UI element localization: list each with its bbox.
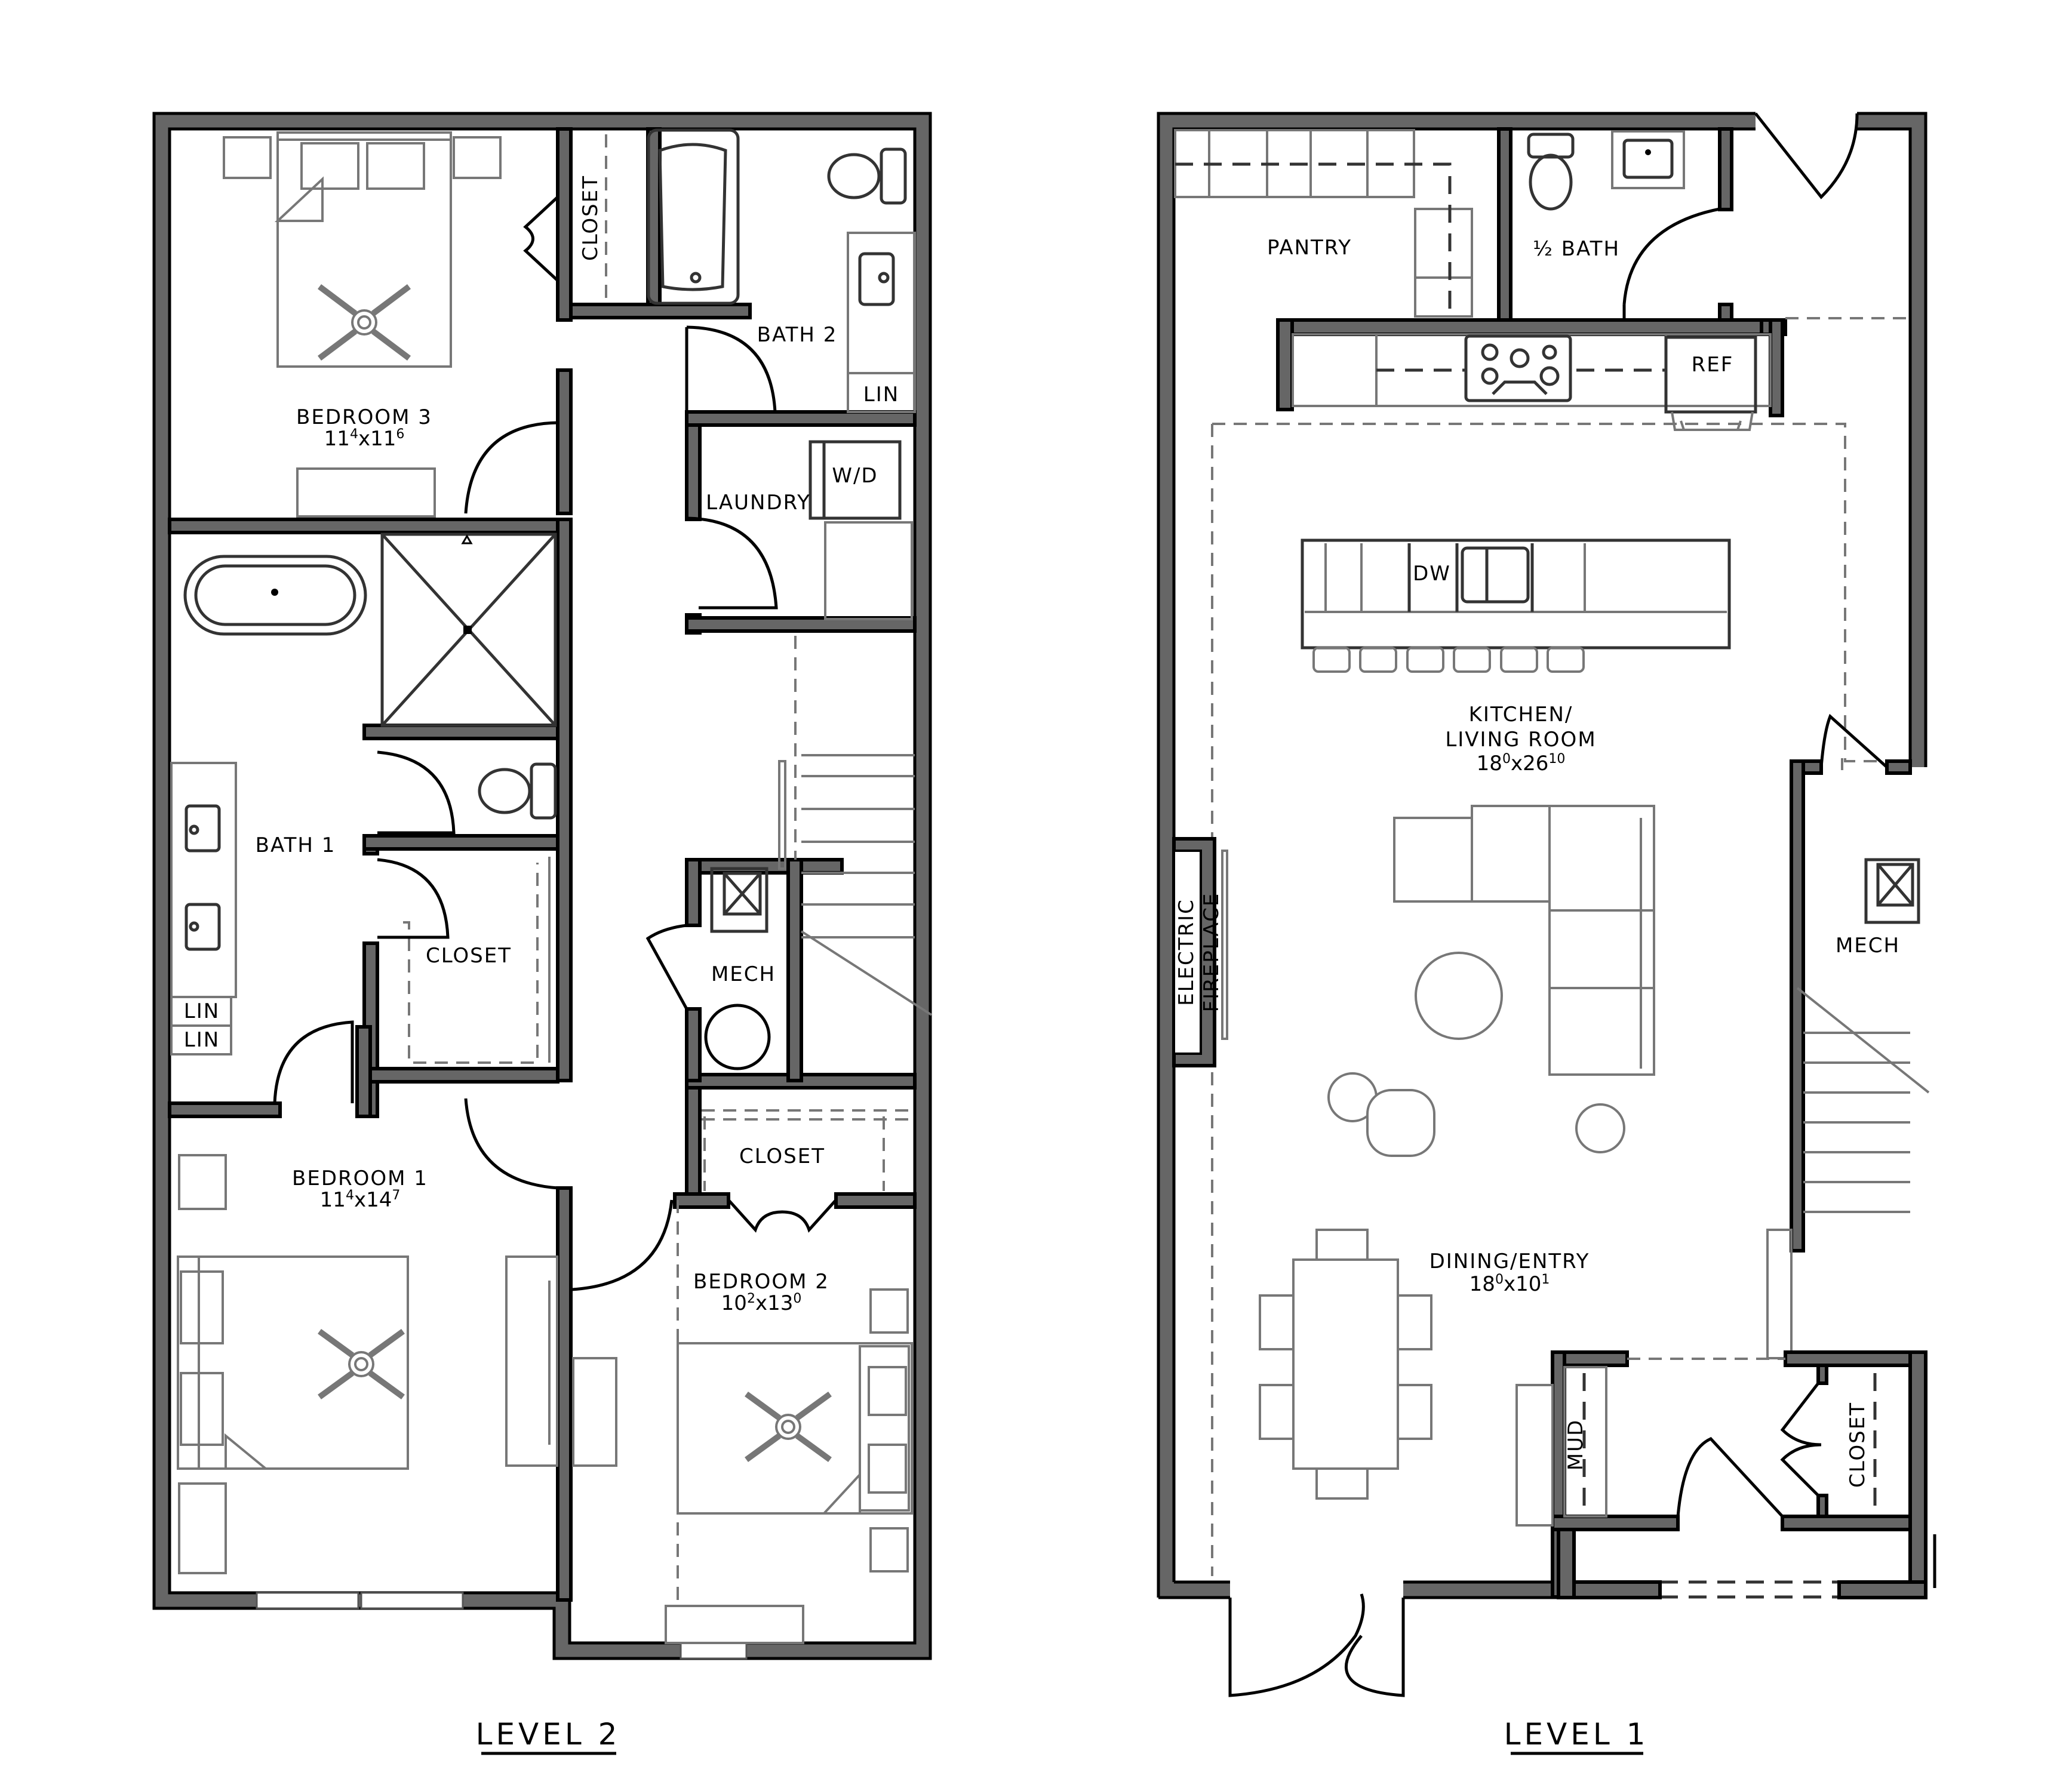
- fireplace-label-line2: FIREPLACE: [1200, 893, 1223, 1013]
- room-label-bedroom-3: BEDROOM 3: [296, 405, 432, 429]
- plan-title-level-1: LEVEL 1: [1504, 1717, 1649, 1752]
- room-dims-kitchen: 180x2610: [1477, 752, 1566, 776]
- room-label-half-bath: ½ BATH: [1533, 237, 1620, 261]
- room-label-mech-level1: MECH: [1836, 934, 1900, 958]
- room-label-closet-bath1: CLOSET: [426, 944, 512, 968]
- room-label-closet-level1: CLOSET: [1846, 1402, 1870, 1488]
- kitchen-island: [1301, 538, 1731, 673]
- room-label-bath-2: BATH 2: [757, 323, 838, 347]
- ceiling-fan-icon: [318, 1328, 405, 1400]
- level-1-plan: PANTRY ½ BATH REF DW KITCHEN/ LIVING ROO…: [1157, 112, 1936, 1755]
- room-dims-bedroom-3: 114x116: [324, 427, 405, 451]
- appliance-label-dishwasher: DW: [1413, 562, 1451, 586]
- room-label-linen-1: LIN: [184, 999, 220, 1023]
- room-label-mud: MUD: [1564, 1419, 1588, 1470]
- stairs: [778, 636, 933, 1016]
- room-label-closet-bed2: CLOSET: [739, 1144, 825, 1168]
- room-label-closet-bed3: CLOSET: [579, 175, 602, 261]
- level-2-plan: BEDROOM 3 114x116 CLOSET BATH 2 LIN LAUN…: [152, 112, 933, 1755]
- room-label-bath-1: BATH 1: [256, 833, 336, 857]
- bar-stools: [1312, 647, 1585, 673]
- room-label-lin-bath2: LIN: [863, 383, 899, 407]
- room-label-kitchen: KITCHEN/: [1469, 703, 1573, 727]
- room-label-pantry: PANTRY: [1267, 236, 1352, 260]
- appliance-label-refrigerator: REF: [1692, 353, 1734, 377]
- sectional-sofa: [1393, 805, 1655, 1076]
- room-dims-dining-entry: 180x101: [1470, 1272, 1550, 1296]
- room-label-laundry: LAUNDRY: [706, 491, 811, 515]
- plan-title-level-2: LEVEL 2: [476, 1717, 621, 1752]
- room-dims-bedroom-1: 114x147: [320, 1188, 401, 1212]
- room-dims-bedroom-2: 102x130: [721, 1291, 802, 1315]
- dining-table: [1259, 1229, 1432, 1500]
- room-label-mech-level2: MECH: [711, 962, 776, 986]
- appliance-label-washer-dryer: W/D: [832, 464, 878, 488]
- room-label-bedroom-2: BEDROOM 2: [693, 1270, 829, 1294]
- room-label-linen-2: LIN: [184, 1028, 220, 1052]
- fireplace-label-line1: ELECTRIC: [1175, 898, 1198, 1006]
- room-label-bedroom-1: BEDROOM 1: [292, 1167, 428, 1190]
- ceiling-fan-icon: [318, 284, 411, 361]
- stairs: [1766, 987, 1930, 1359]
- ceiling-fan-icon: [745, 1391, 832, 1463]
- room-label-dining-entry: DINING/ENTRY: [1430, 1250, 1590, 1273]
- room-label-living-room: LIVING ROOM: [1445, 728, 1596, 752]
